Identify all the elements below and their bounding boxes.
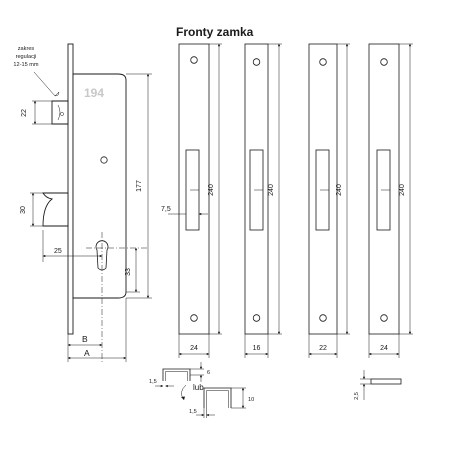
faceplate-1-width: 24 — [190, 345, 198, 352]
lock-case — [72, 73, 127, 299]
dim-label-a: A — [84, 348, 90, 358]
profile-b: 10 1,5 — [189, 387, 254, 418]
lock-forend — [67, 43, 74, 335]
dim-latch-height: 22 — [21, 109, 28, 117]
faceplate-4-height: 240 — [399, 184, 406, 196]
faceplate-3-width: 22 — [319, 345, 327, 352]
deadbolt — [42, 192, 69, 227]
faceplate-4-width: 24 — [380, 345, 388, 352]
or-label: lub — [193, 383, 204, 392]
dim-label-b: B — [82, 334, 88, 344]
dim-body-height: 177 — [136, 180, 143, 192]
regulation-note: zakres regulacji 12-15 mm — [13, 46, 60, 97]
dim-backset: 25 — [54, 248, 62, 255]
faceplate-3: 240 22 — [308, 43, 350, 358]
faceplate-1: 7,5 240 24 — [161, 43, 222, 358]
drawing-title: Fronty zamka — [176, 25, 254, 39]
faceplate-4: 240 24 — [368, 43, 413, 358]
dim-bolt-height: 30 — [20, 206, 27, 214]
mounting-hole — [100, 156, 108, 164]
dim-cylinder-height: 33 — [125, 268, 132, 276]
faceplate-2-width: 16 — [253, 345, 261, 352]
faceplate-2-height: 240 — [268, 184, 275, 196]
profile-a: 6 1,5 — [149, 362, 210, 388]
profile-a-height: 6 — [207, 370, 210, 376]
profile-flat-thickness: 2,5 — [354, 392, 360, 400]
model-number: 194 — [84, 86, 104, 100]
regulation-note-line-1: zakres — [18, 46, 35, 52]
faceplate-3-height: 240 — [336, 184, 343, 196]
profile-b-thickness: 1,5 — [189, 409, 197, 415]
regulation-note-line-2: regulacji — [16, 54, 37, 60]
profile-b-height: 10 — [248, 397, 254, 403]
profile-a-thickness: 1,5 — [149, 379, 157, 385]
profile-flat: 2,5 — [354, 370, 402, 400]
cylinder-cutout — [95, 240, 109, 271]
faceplate-2: 240 16 — [244, 43, 282, 358]
regulation-note-line-3: 12-15 mm — [13, 62, 39, 68]
faceplate-1-height: 240 — [208, 184, 215, 196]
lock-body-view: 194 22 30 25 177 33 — [20, 43, 152, 362]
faceplate-1-slot-offset: 7,5 — [161, 206, 171, 213]
